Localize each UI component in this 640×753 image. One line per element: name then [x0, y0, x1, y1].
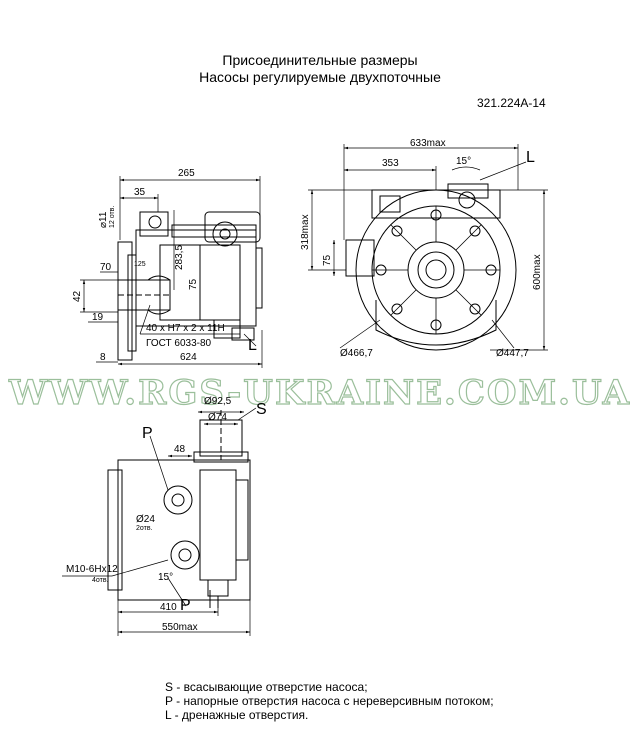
dim-410: 410	[160, 602, 177, 613]
side-view	[117, 211, 263, 361]
dim-8: 8	[100, 352, 106, 363]
port-l-side: L	[248, 337, 257, 354]
dim-35: 35	[134, 187, 146, 198]
pump-body	[135, 229, 257, 327]
dia-92-5: Ø92,5	[204, 396, 232, 407]
dim-624: 624	[180, 352, 197, 363]
side-view-dimensions	[80, 176, 263, 368]
port-p-bottom: P	[180, 597, 191, 614]
port-p-top: P	[142, 425, 153, 442]
top-view	[107, 410, 251, 608]
spline-spec: 40 х Н7 х 2 х 11Н	[146, 323, 225, 334]
port-s: S	[256, 401, 267, 418]
thread-note: 4отв.	[92, 577, 109, 584]
port-l-front: L	[526, 149, 535, 166]
dia-24: Ø24	[136, 514, 155, 525]
dia-447-7: Ø447,7	[496, 348, 529, 359]
model-code: 321.224А-14	[477, 96, 546, 110]
angle-15-front: 15°	[456, 156, 471, 167]
thread-spec: М10-6Нх12	[66, 564, 118, 575]
legend-s: S - всасывающие отверстие насоса;	[165, 680, 368, 694]
top-view-dimensions	[62, 407, 257, 636]
front-view-labels: 633max 353 15° L 318max 75 600max Ø466,7…	[300, 138, 543, 359]
pressure-port-top	[163, 485, 193, 515]
dim-11: ⌀11	[98, 211, 109, 228]
legend-l: L - дренажные отверстия.	[165, 708, 309, 722]
side-view-labels: 265 35 ⌀11 12 отв. 283,5 125 70 75 42 19…	[72, 168, 257, 363]
front-view-dimensions	[308, 144, 548, 351]
mount-flange	[117, 241, 133, 361]
dim-125: 125	[134, 261, 146, 268]
top-view-labels: Ø92,5 Ø74 S P 48 Ø24 2отв. М10-6Нх12 4от…	[66, 396, 267, 633]
dim-42: 42	[72, 290, 83, 302]
dim-19: 19	[92, 312, 104, 323]
shaft-coupling	[117, 279, 171, 311]
dia-466-7: Ø466,7	[340, 348, 373, 359]
top-view-body	[117, 459, 251, 601]
dim-265: 265	[178, 168, 195, 179]
dim-75: 75	[188, 278, 199, 290]
dia-74: Ø74	[208, 412, 227, 423]
dim-550max: 550max	[162, 622, 198, 633]
left-port	[345, 239, 375, 277]
angle-15-top: 15°	[158, 572, 173, 583]
dim-600max: 600max	[532, 254, 543, 290]
legend-p: P - напорные отверстия насоса с нереверс…	[165, 694, 494, 708]
dim-75-front: 75	[322, 254, 333, 266]
gost-standard: ГОСТ 6033-80	[146, 338, 212, 349]
drawing-subtitle: Насосы регулируемые двухпоточные	[199, 69, 441, 85]
pressure-port-bottom	[170, 540, 200, 570]
dia-24-note: 2отв.	[136, 525, 153, 532]
dim-70: 70	[100, 262, 112, 273]
dim-318max: 318max	[300, 214, 311, 250]
dim-48: 48	[174, 444, 186, 455]
drawing-title: Присоединительные размеры	[222, 52, 418, 68]
dim-633max: 633max	[410, 138, 446, 149]
dim-353: 353	[382, 158, 399, 169]
front-view	[345, 183, 517, 351]
dim-11-note: 12 отв.	[109, 206, 116, 228]
watermark: WWW.RGS-UKRAINE.COM.UA	[8, 373, 631, 413]
dim-283-5: 283,5	[174, 245, 185, 270]
